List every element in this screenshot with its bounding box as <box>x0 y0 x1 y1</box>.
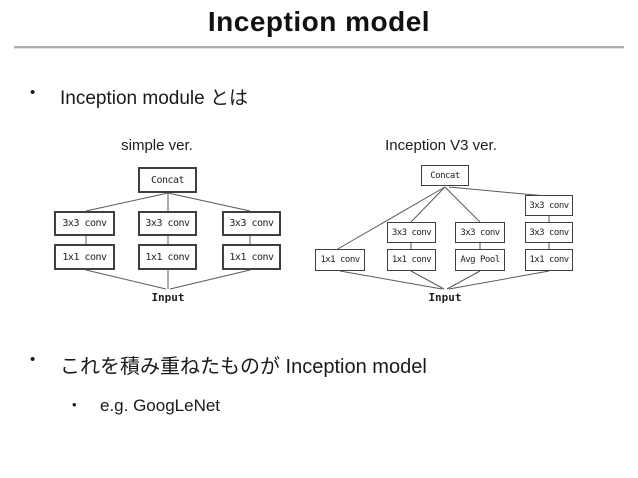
node-simple-conv3x3-1: 3x3 conv <box>54 211 115 236</box>
label-v3-input: Input <box>428 291 462 304</box>
node-v3-conv1x1-2: 1x1 conv <box>387 249 436 271</box>
label-simple-input: Input <box>151 291 185 304</box>
bullet-text-2: これを積み重ねたものが Inception model <box>60 356 427 378</box>
node-v3-conv3x3-mid-1: 3x3 conv <box>387 222 436 243</box>
bullet-text-1: Inception module とは <box>60 88 248 109</box>
bullet-dot: • <box>72 397 77 412</box>
page-title: Inception model <box>207 6 431 37</box>
bullet-dot: • <box>30 84 36 101</box>
node-v3-conv1x1-3: 1x1 conv <box>525 249 573 271</box>
node-simple-conv3x3-2: 3x3 conv <box>138 211 197 236</box>
bullet-dot: • <box>30 351 36 368</box>
node-simple-conv1x1-1: 1x1 conv <box>54 244 115 270</box>
node-simple-conv1x1-2: 1x1 conv <box>138 244 197 270</box>
node-simple-conv1x1-3: 1x1 conv <box>222 244 281 270</box>
node-simple-concat: Concat <box>138 167 197 193</box>
node-v3-avg-pool: Avg Pool <box>455 249 505 271</box>
title-divider <box>14 46 624 49</box>
sub-bullet-item: • e.g. GoogLeNet <box>72 396 220 416</box>
node-v3-conv3x3-mid-3: 3x3 conv <box>525 222 573 243</box>
diagram-caption-v3: Inception V3 ver. <box>385 137 497 154</box>
diagram-caption-simple: simple ver. <box>121 137 193 154</box>
sub-bullet-text: e.g. GoogLeNet <box>100 396 221 415</box>
node-v3-conv3x3-top: 3x3 conv <box>525 195 573 216</box>
node-v3-concat: Concat <box>421 165 469 186</box>
bullet-item-1: • Inception module とは <box>30 83 248 110</box>
node-v3-conv1x1-1: 1x1 conv <box>315 249 365 271</box>
node-v3-conv3x3-mid-2: 3x3 conv <box>455 222 505 243</box>
bullet-item-2: • これを積み重ねたものが Inception model <box>30 350 427 379</box>
node-simple-conv3x3-3: 3x3 conv <box>222 211 281 236</box>
